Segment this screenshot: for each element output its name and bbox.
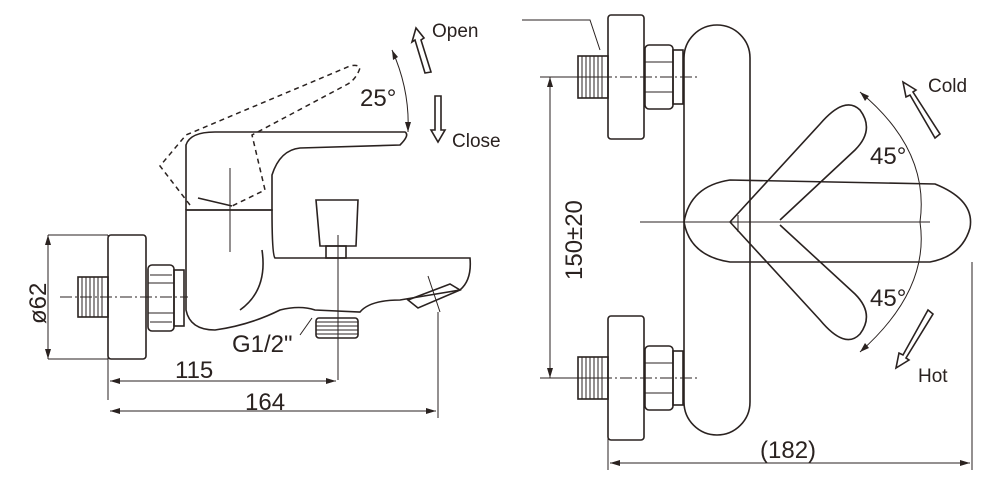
hot-label: Hot <box>918 366 948 387</box>
cold-angle-label: 45° <box>870 143 906 170</box>
lever-closed <box>185 131 408 211</box>
dim-150-label: 150±20 <box>561 200 588 280</box>
cold-label: Cold <box>928 76 967 97</box>
aerator <box>406 283 462 309</box>
lever-open-dashed <box>159 64 361 207</box>
dim-182-label: (182) <box>760 437 816 464</box>
lever-angle-label: 25° <box>360 85 396 112</box>
hex-nut <box>147 264 185 332</box>
hot-arrow-icon <box>894 308 935 370</box>
close-arrow-icon <box>429 95 447 144</box>
diverter-knob <box>315 199 359 380</box>
front-view: 150±20 Cold 45° 45° Hot (182) <box>522 14 973 470</box>
dim-164-label: 164 <box>245 389 285 416</box>
diameter-label: ø62 <box>25 283 52 324</box>
outlet-thread <box>315 317 359 339</box>
valve-body <box>185 209 472 331</box>
hot-angle-label: 45° <box>870 285 906 312</box>
thread-label: G1/2" <box>232 331 293 358</box>
open-label: Open <box>432 21 478 42</box>
handle <box>683 179 972 263</box>
close-label: Close <box>452 131 501 152</box>
side-view: Open 25° Close ø62 G1/2" 115 164 <box>25 21 501 418</box>
open-arrow-icon <box>410 26 433 74</box>
mixer-body <box>683 24 751 436</box>
dim-115-label: 115 <box>175 357 213 384</box>
cold-arrow-icon <box>901 80 942 140</box>
